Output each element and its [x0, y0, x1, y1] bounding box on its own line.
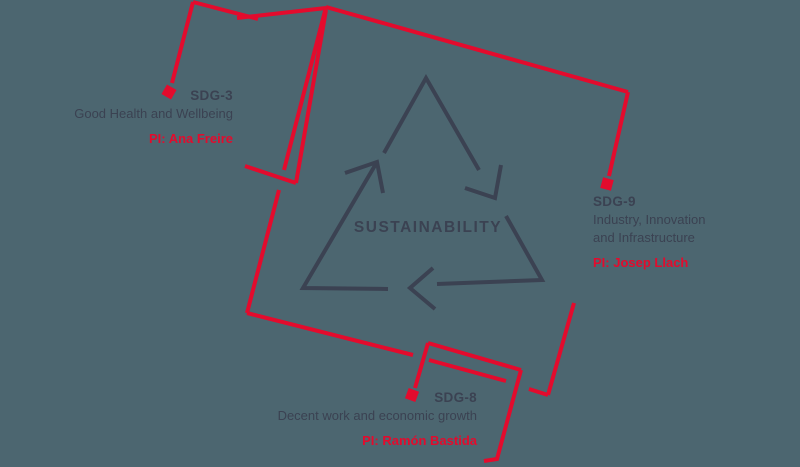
sdg8-frame-lines [404, 341, 523, 463]
sdg3-description: Good Health and Wellbeing [74, 106, 233, 121]
sdg9-label-block: SDG-9 Industry, Innovation and Infrastru… [593, 193, 706, 272]
sdg8-leader-line [413, 342, 430, 389]
sdg9-description-line2: and Infrastructure [593, 230, 695, 245]
cycle-arrow-left-icon [406, 266, 437, 311]
sdg8-label-block: SDG-8 Decent work and economic growth PI… [278, 389, 477, 450]
sdg8-description: Decent work and economic growth [277, 408, 477, 423]
cycle-arrow-upright-icon [344, 159, 385, 194]
sdg3-label-block: SDG-3 Good Health and Wellbeing PI: Ana … [74, 87, 233, 148]
sdg3-leader-cap-icon [161, 84, 177, 100]
sustainability-cycle-triangle [299, 73, 546, 311]
sdg9-leader-line [607, 91, 630, 177]
sdg3-frame-lines [161, 0, 328, 185]
sdg8-pi: PI: Ramón Bastida [362, 433, 477, 448]
sdg9-title: SDG-9 [593, 194, 636, 209]
sdg3-leader-line [170, 1, 195, 84]
sdg3-title: SDG-3 [190, 88, 233, 103]
sdg9-description-line1: Industry, Innovation [593, 212, 706, 227]
sdg8-leader-cap-icon [404, 387, 420, 403]
cycle-arrow-downright-icon [464, 164, 503, 201]
sustainability-center-label: SUSTAINABILITY [353, 219, 503, 236]
sdg3-pi: PI: Ana Freire [148, 131, 233, 146]
sdg8-title: SDG-8 [434, 390, 477, 405]
sdg9-leader-cap-icon [600, 177, 614, 191]
sdg9-frame-lines [245, 5, 630, 397]
sdg9-pi: PI: Josep Llach [593, 255, 689, 270]
